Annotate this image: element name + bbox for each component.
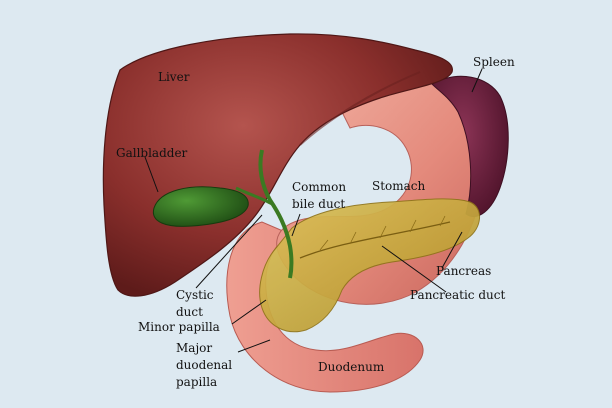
common-bile-duct-label: Common bile duct bbox=[292, 180, 347, 211]
major-duodenal-papilla-label: Major duodenal papilla bbox=[176, 341, 233, 389]
liver-label: Liver bbox=[158, 70, 190, 84]
stomach-label: Stomach bbox=[372, 179, 426, 193]
leader-lines bbox=[144, 68, 483, 353]
duodenum-label: Duodenum bbox=[318, 360, 385, 374]
gallbladder-shape bbox=[152, 186, 249, 227]
bile-ducts bbox=[235, 149, 294, 279]
cystic-duct-label: Cystic duct bbox=[176, 288, 214, 319]
minor-papilla-label: Minor papilla bbox=[138, 320, 220, 334]
pancreas-label: Pancreas bbox=[436, 264, 492, 278]
liver-shape bbox=[102, 33, 453, 297]
pancreas-shape bbox=[259, 198, 480, 333]
pancreatic-duct-label: Pancreatic duct bbox=[410, 288, 506, 302]
spleen-shape bbox=[431, 75, 509, 217]
gallbladder-label: Gallbladder bbox=[116, 146, 188, 160]
spleen-label: Spleen bbox=[473, 55, 515, 69]
